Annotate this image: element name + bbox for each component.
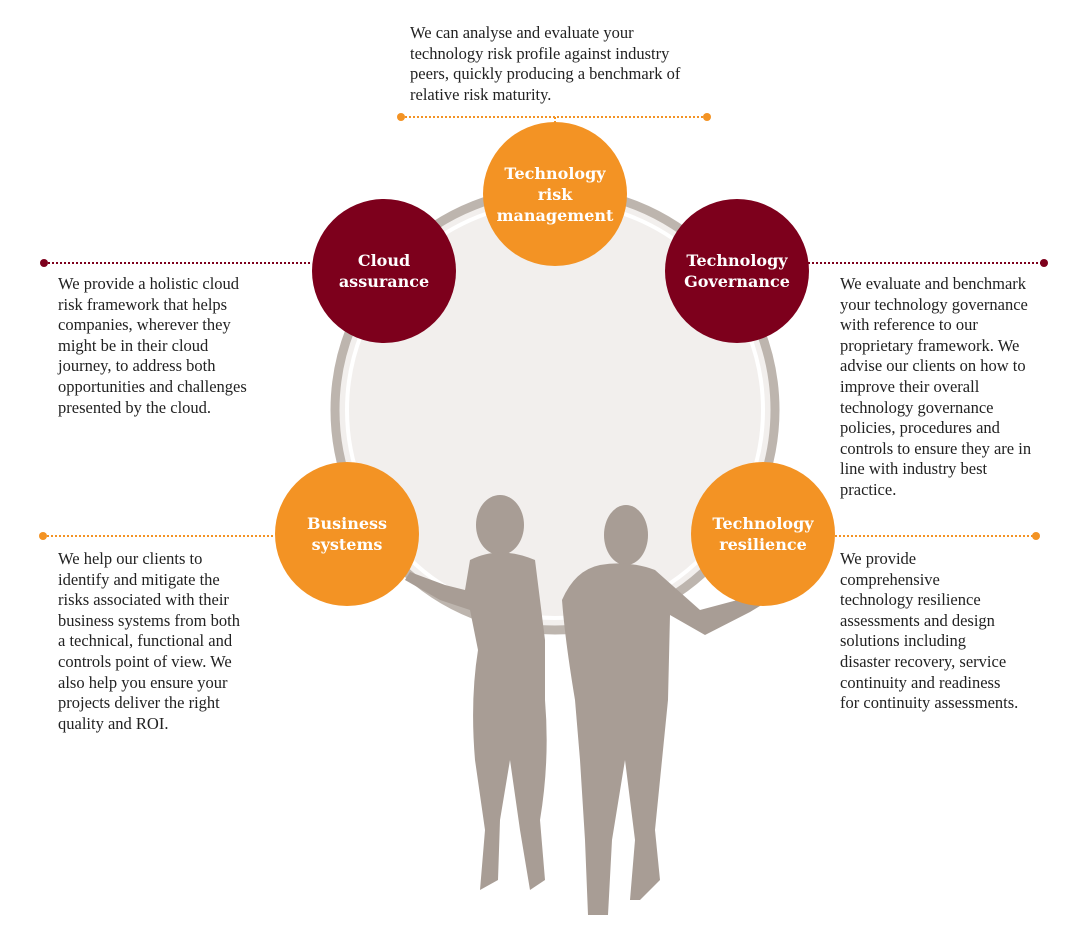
connector-business <box>39 532 275 540</box>
business-description: We help our clients to identify and miti… <box>58 549 240 733</box>
node-business-systems: Business systems <box>275 462 419 606</box>
cloud-description: We provide a holistic cloud risk framewo… <box>58 274 247 417</box>
resilience-description: We provide comprehensive technology resi… <box>840 549 1019 713</box>
connector-resilience <box>835 532 1040 540</box>
risk-description: We can analyse and evaluate your technol… <box>410 23 681 104</box>
man-silhouette-icon <box>562 505 778 915</box>
woman-silhouette-icon <box>405 495 547 890</box>
connector-governance <box>808 259 1048 267</box>
node-technology-resilience: Technology resilience <box>691 462 835 606</box>
node-technology-governance: Technology Governance <box>665 199 809 343</box>
node-cloud-assurance: Cloud assurance <box>312 199 456 343</box>
connector-cloud <box>40 259 312 267</box>
governance-description: We evaluate and benchmark your technolog… <box>840 274 1032 499</box>
node-technology-risk-management: Technology risk management <box>483 122 627 266</box>
